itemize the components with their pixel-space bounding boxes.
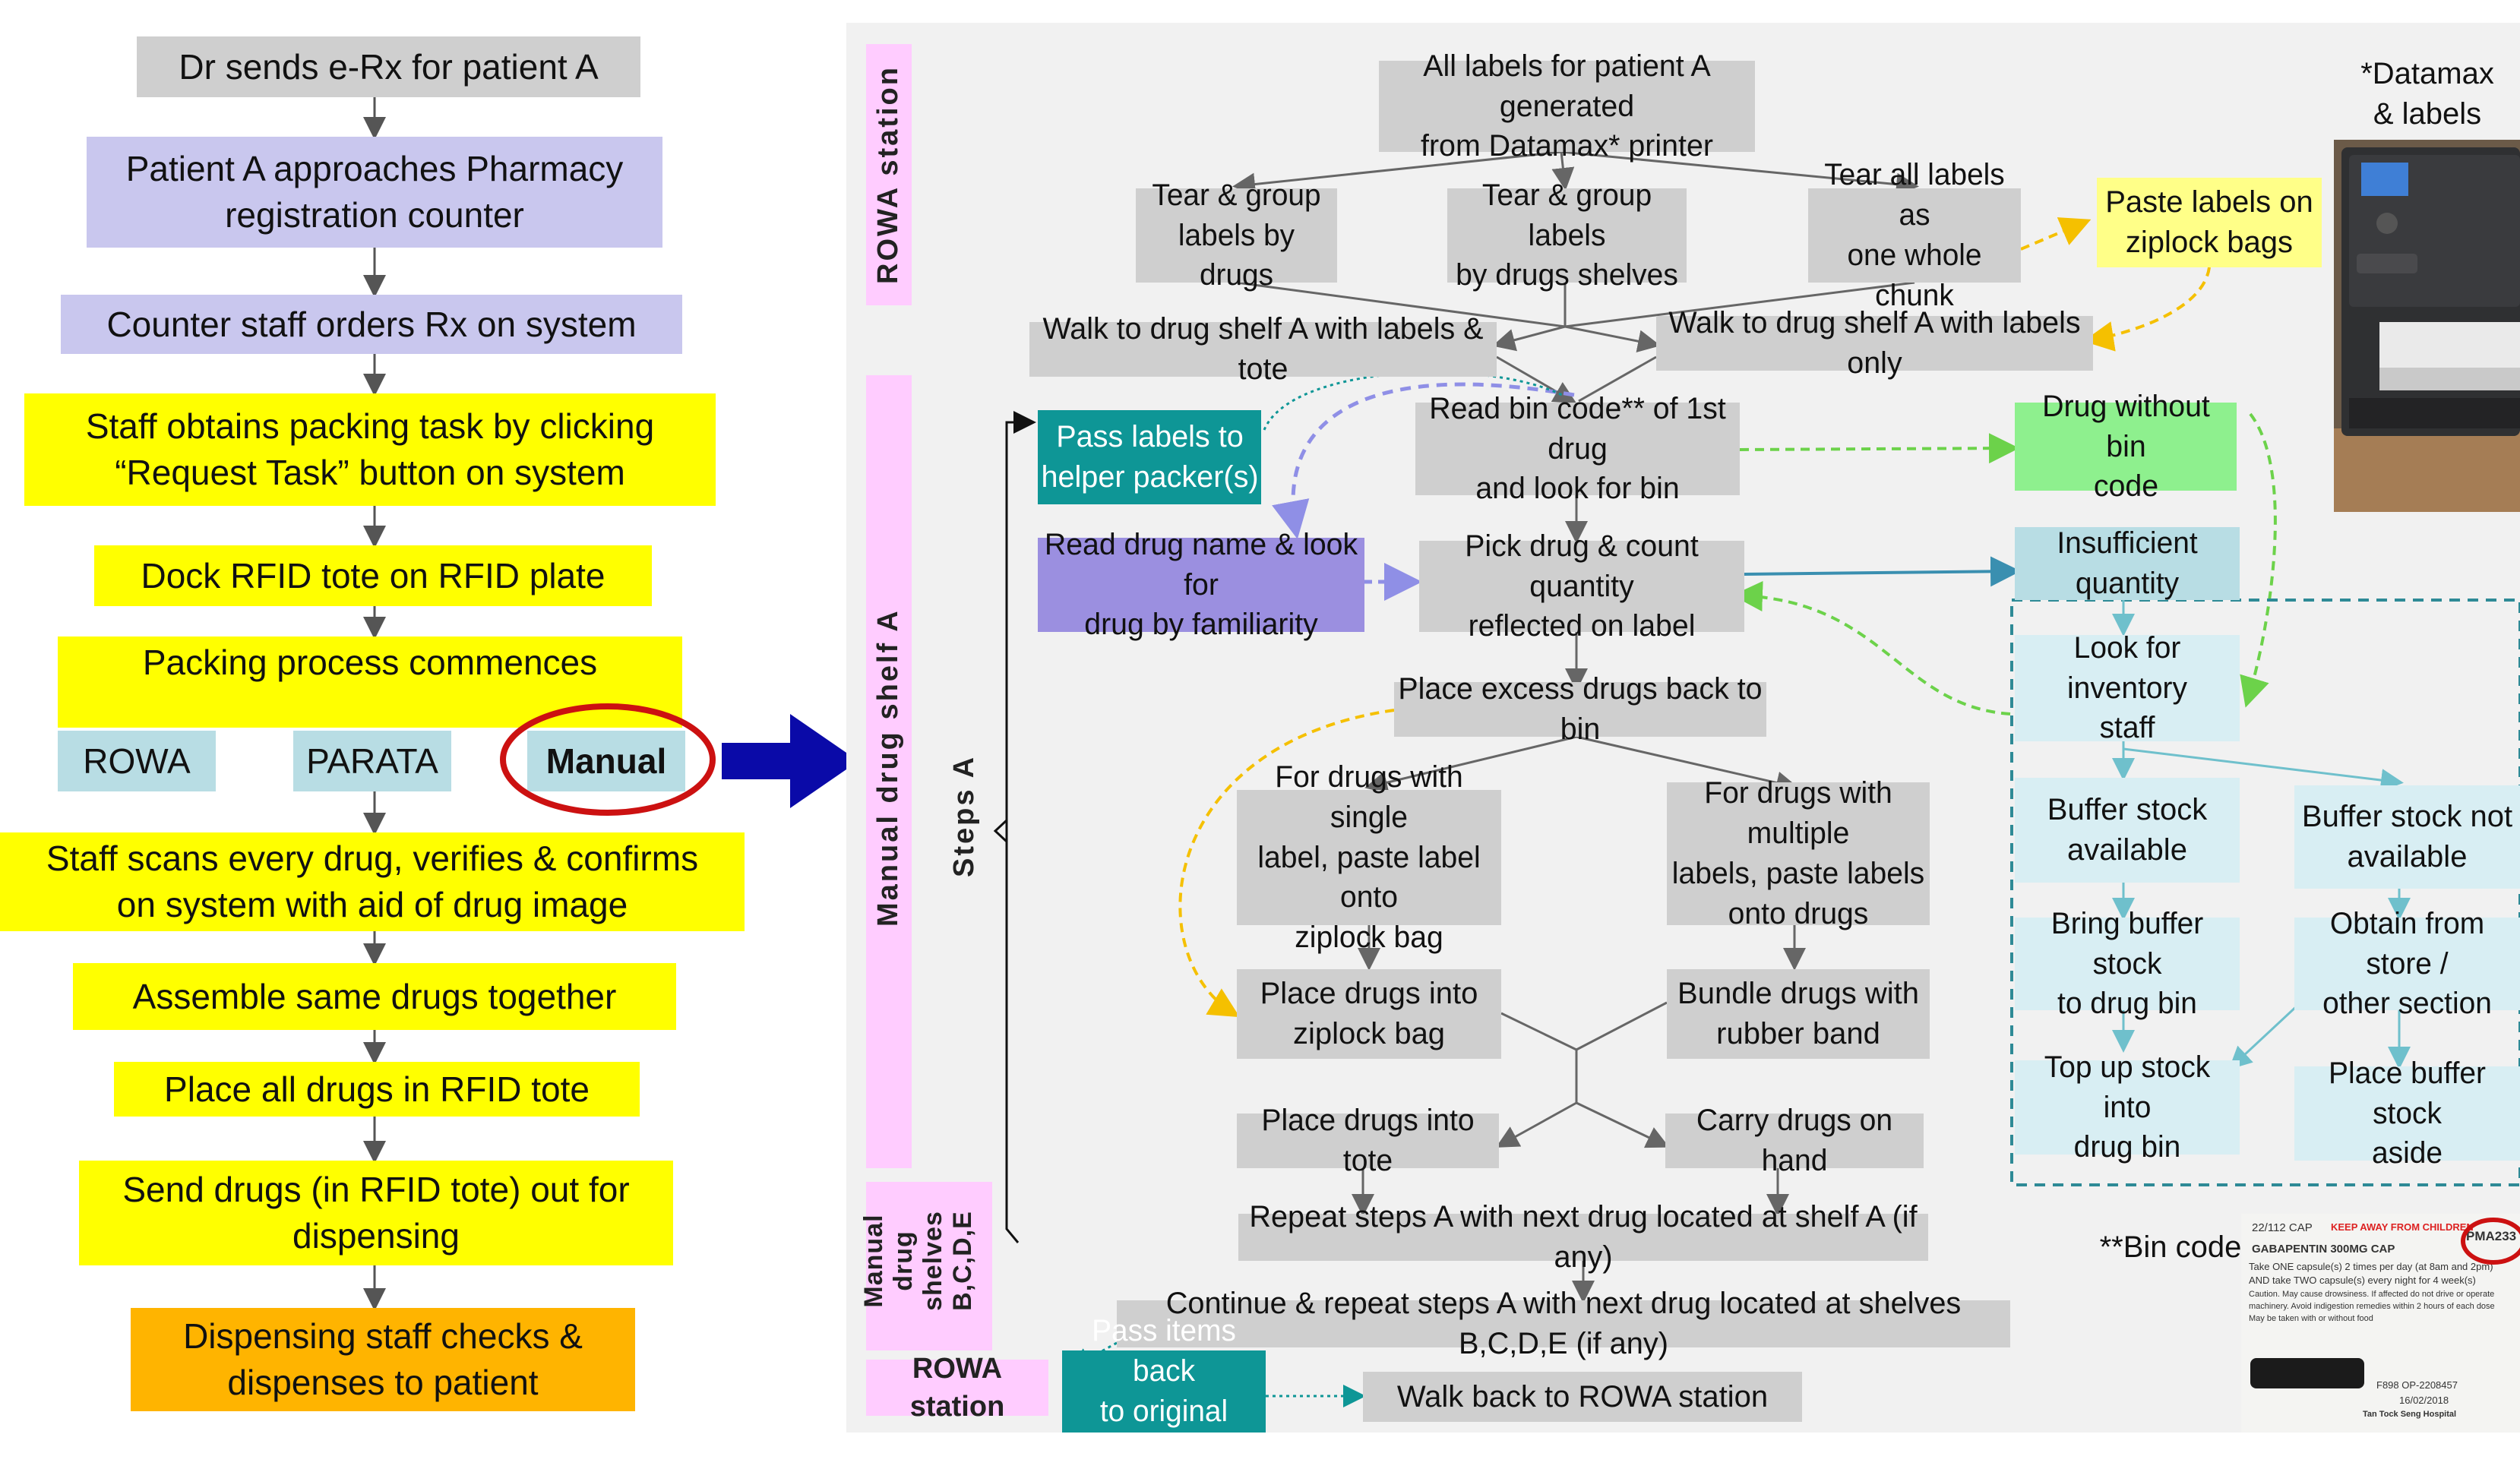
- node-pass-labels-helper: Pass labels to helper packer(s): [1038, 410, 1261, 504]
- node-paste-ziplock: Paste labels on ziplock bags: [2097, 178, 2322, 267]
- note-datamax: *Datamax & labels: [2360, 57, 2494, 131]
- node-top-up: Top up stock into drug bin: [2015, 1050, 2240, 1164]
- node-insufficient: Insufficient quantity: [2015, 526, 2240, 600]
- step-dispensing-checks: Dispensing staff checks & dispenses to p…: [131, 1308, 635, 1411]
- label-caution2: machinery. Avoid indigestion remedies wi…: [2249, 1302, 2495, 1311]
- node-walk-labels-only: Walk to drug shelf A with labels only: [1656, 306, 2093, 380]
- node-walk-back-rowa: Walk back to ROWA station: [1363, 1372, 1802, 1422]
- node-place-ziplock: Place drugs into ziplock bag: [1237, 969, 1501, 1059]
- label-line1: 22/112 CAP: [2252, 1221, 2313, 1234]
- step-send-dispensing: Send drugs (in RFID tote) out for dispen…: [79, 1161, 673, 1265]
- step-counter-staff: Counter staff orders Rx on system: [61, 295, 682, 354]
- node-repeat-a: Repeat steps A with next drug located at…: [1238, 1200, 1928, 1274]
- node-pass-items-back: Pass items back to original packer: [1062, 1314, 1266, 1468]
- node-buffer-available: Buffer stock available: [2015, 778, 2240, 883]
- label-caution3: May be taken with or without food: [2249, 1314, 2373, 1323]
- node-single-label: For drugs with single label, paste label…: [1237, 760, 1501, 954]
- step-packing-commences: Packing process commences: [58, 636, 682, 728]
- node-look-inventory: Look for inventory staff: [2015, 631, 2240, 744]
- label-caution1: Caution. May cause drowsiness. If affect…: [2249, 1290, 2495, 1299]
- rowa-station-bar-top: [866, 44, 912, 305]
- label-date: 16/02/2018: [2399, 1395, 2449, 1406]
- label-hospital: Tan Tock Seng Hospital: [2363, 1410, 2457, 1419]
- node-walk-tote: Walk to drug shelf A with labels & tote: [1029, 312, 1497, 386]
- node-carry-hand: Carry drugs on hand: [1665, 1104, 1924, 1177]
- manual-shelf-a-bar: [866, 375, 912, 1168]
- packing-commences-label: Packing process commences: [142, 643, 598, 682]
- node-tear-all: Tear all labels as one whole chunk: [1808, 158, 2021, 312]
- node-read-bin-code: Read bin code** of 1st drug and look for…: [1415, 392, 1740, 505]
- step-assemble: Assemble same drugs together: [73, 963, 676, 1030]
- bin-code-highlight-circle: [2461, 1218, 2520, 1265]
- option-manual: Manual: [527, 731, 685, 791]
- diagram-canvas: Dr sends e-Rx for patient A Patient A ap…: [0, 23, 2520, 1468]
- rowa-station-bar-bottom: [866, 1360, 1048, 1416]
- node-obtain-store: Obtain from store / other section: [2294, 907, 2520, 1020]
- manual-highlight-circle: [500, 703, 716, 816]
- datamax-printer-photo: [2334, 140, 2520, 512]
- manual-shelves-bcde-bar: [866, 1182, 992, 1350]
- node-drug-without-bin: Drug without bin code: [2015, 390, 2237, 503]
- label-ref: F898 OP-2208457: [2376, 1379, 2458, 1391]
- step-request-task: Staff obtains packing task by clicking “…: [24, 393, 716, 506]
- option-parata: PARATA: [293, 731, 451, 791]
- step-place-rfid-tote: Place all drugs in RFID tote: [114, 1062, 640, 1117]
- node-buffer-not-available: Buffer stock not available: [2294, 785, 2520, 889]
- right-flow-connectors: [993, 150, 2520, 1407]
- manual-to-detail-arrow: [722, 714, 858, 808]
- label-photo-object: [2250, 1358, 2364, 1388]
- step-patient-approaches: Patient A approaches Pharmacy registrati…: [87, 137, 662, 248]
- node-tear-group-drugs: Tear & group labels by drugs: [1136, 178, 1337, 292]
- node-place-tote: Place drugs into tote: [1237, 1104, 1499, 1177]
- option-rowa: ROWA: [58, 731, 216, 791]
- step-dr-sends-erx: Dr sends e-Rx for patient A: [137, 36, 640, 97]
- node-tear-group-shelves: Tear & group labels by drugs shelves: [1447, 178, 1687, 292]
- bin-code-label-photo: 22/112 CAP KEEP AWAY FROM CHILDREN PMA23…: [2241, 1214, 2520, 1433]
- label-bin-code: PMA233: [2466, 1229, 2517, 1243]
- step-dock-rfid: Dock RFID tote on RFID plate: [94, 545, 652, 606]
- label-warning: KEEP AWAY FROM CHILDREN: [2331, 1221, 2474, 1233]
- label-dose1: Take ONE capsule(s) 2 times per day (at …: [2249, 1261, 2493, 1272]
- node-pick-drug: Pick drug & count quantity reflected on …: [1419, 529, 1744, 643]
- node-all-labels: All labels for patient A generated from …: [1379, 49, 1755, 163]
- node-place-buffer-aside: Place buffer stock aside: [2294, 1057, 2520, 1170]
- node-read-drug-name: Read drug name & look for drug by famili…: [1038, 528, 1364, 641]
- node-multiple-labels: For drugs with multiple labels, paste la…: [1667, 776, 1930, 930]
- node-bring-buffer: Bring buffer stock to drug bin: [2015, 907, 2240, 1020]
- node-place-excess: Place excess drugs back to bin: [1394, 672, 1766, 746]
- note-bin-code: **Bin code: [2099, 1230, 2242, 1264]
- step-scan-verify: Staff scans every drug, verifies & confi…: [0, 832, 745, 931]
- node-continue-bcde: Continue & repeat steps A with next drug…: [1117, 1287, 2010, 1360]
- node-bundle-rubber: Bundle drugs with rubber band: [1667, 969, 1930, 1059]
- label-dose2: AND take TWO capsule(s) every night for …: [2249, 1275, 2476, 1286]
- left-flow-connectors: [363, 97, 386, 1311]
- label-drug-name: GABAPENTIN 300MG CAP: [2252, 1243, 2395, 1256]
